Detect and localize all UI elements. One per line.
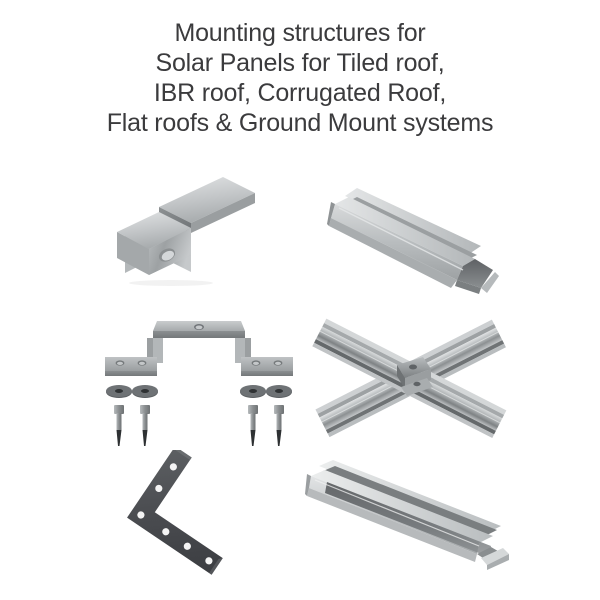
page-title-line-1: Mounting structures for	[174, 19, 426, 47]
u-flat-bracket-illustration	[127, 450, 223, 575]
u-bracket-body	[127, 450, 223, 575]
tile-roof-hook-kit-illustration	[105, 321, 293, 446]
mounting-rail-illustration	[327, 188, 499, 294]
page-title: Mounting structures for Solar Panels for…	[0, 18, 600, 138]
page-title-line-4: Flat roofs & Ground Mount systems	[106, 109, 494, 137]
product-image-mounting-rail-trapezoid[interactable]	[305, 160, 515, 305]
cross-connector-clamp	[397, 357, 433, 396]
page-title-line-3: IBR roof, Corrugated Roof,	[153, 79, 447, 107]
c-channel-rail-illustration	[305, 460, 509, 570]
product-image-grid	[0, 160, 600, 600]
z-end-clamp-illustration	[117, 177, 255, 286]
washer-group	[106, 385, 292, 398]
product-image-rail-cross-connector[interactable]	[305, 305, 515, 450]
product-image-c-channel-rail[interactable]	[305, 450, 515, 580]
product-image-z-end-clamp[interactable]	[95, 160, 305, 305]
page-title-line-2: Solar Panels for Tiled roof,	[155, 49, 445, 77]
product-image-u-flat-bracket[interactable]	[95, 450, 305, 580]
rail-cross-connector-illustration	[312, 318, 507, 439]
product-image-tile-roof-hook-kit[interactable]	[95, 305, 305, 450]
hanger-bolt-group	[114, 405, 284, 446]
